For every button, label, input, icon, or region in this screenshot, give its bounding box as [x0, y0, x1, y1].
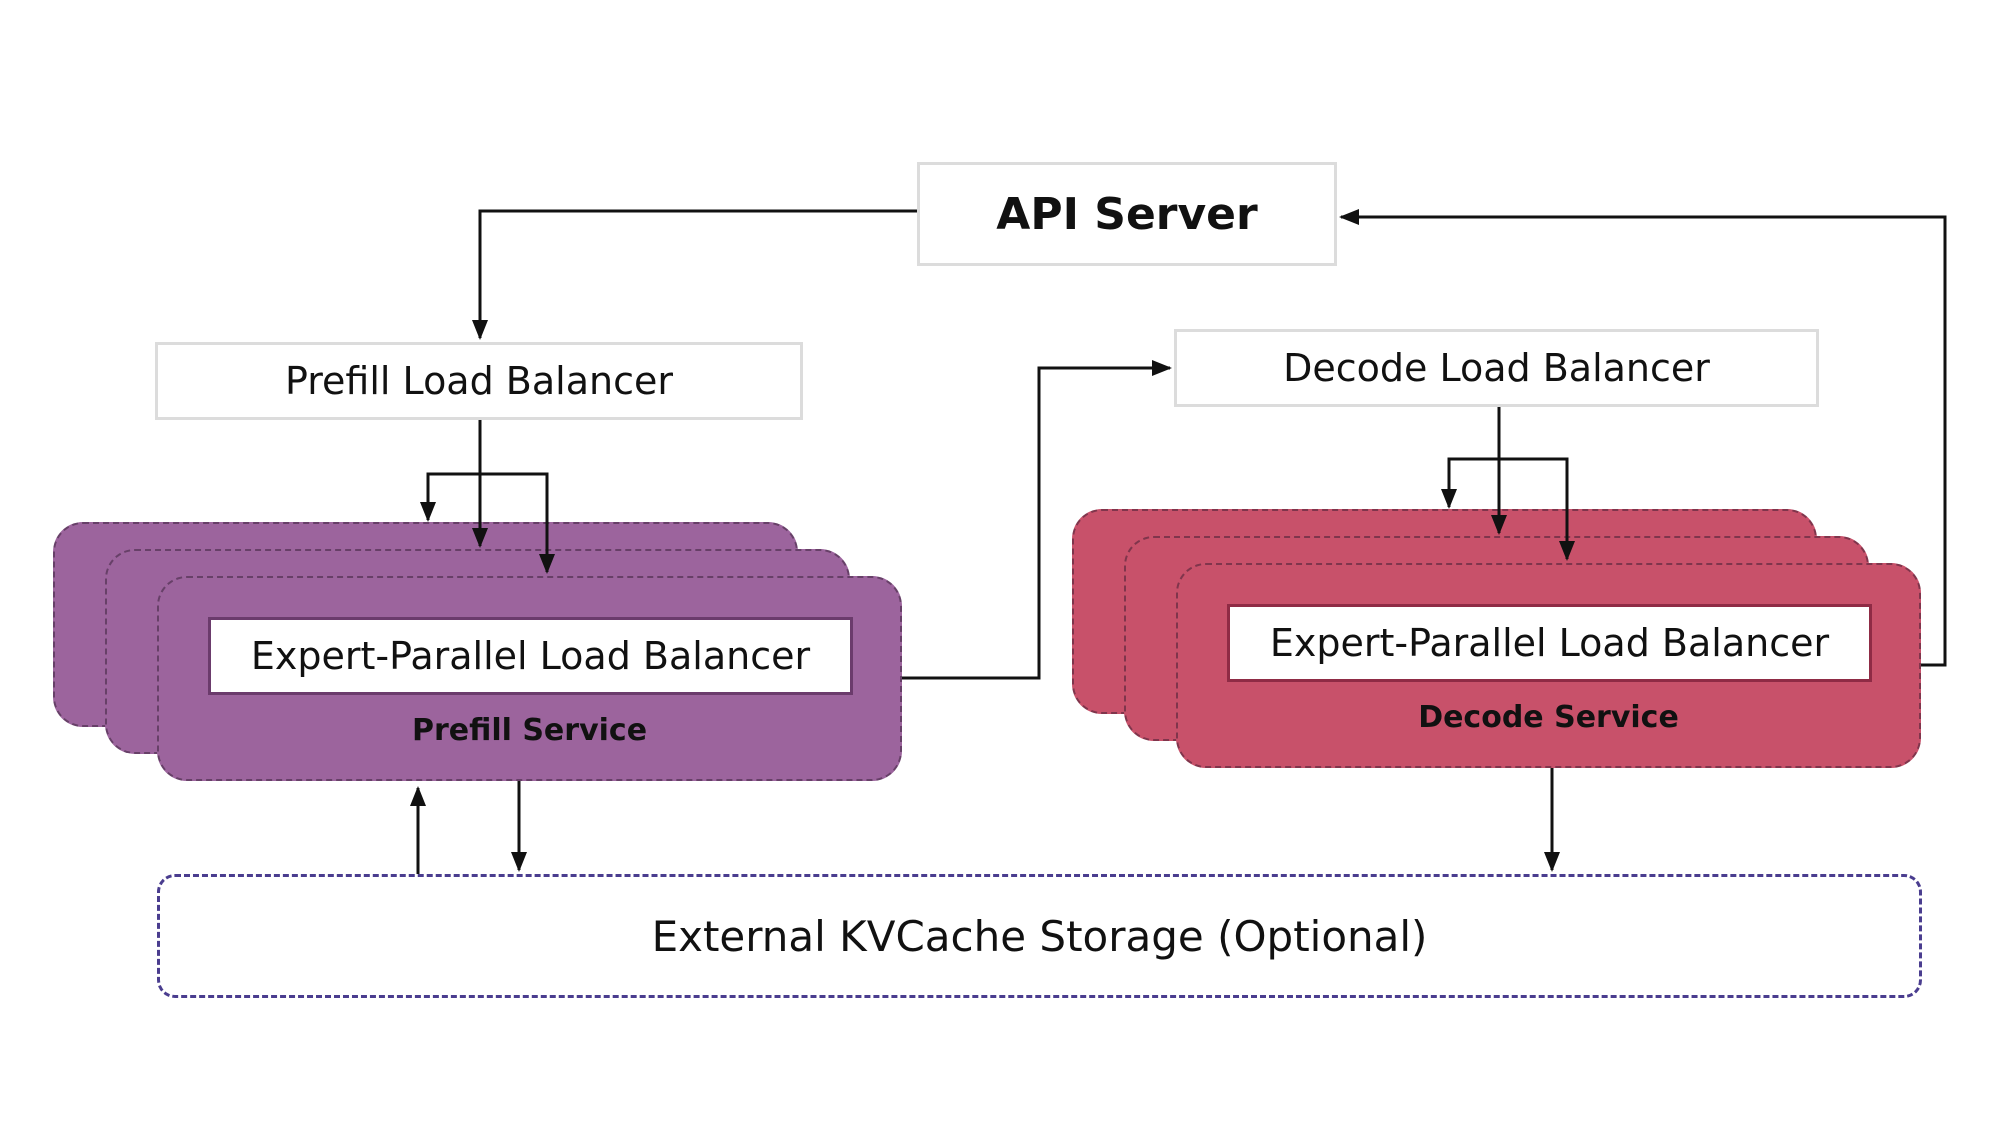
prefill-lb-right-branch-arrow	[480, 472, 555, 574]
decode-load-balancer-label: Decode Load Balancer	[1283, 346, 1710, 390]
api-to-prefill-lb-arrow	[472, 209, 917, 340]
api-server-box: API Server	[917, 162, 1337, 266]
prefill-lb-left-branch-arrow	[420, 472, 480, 522]
prefill-service-label: Prefill Service	[411, 713, 648, 748]
decode-load-balancer-box: Decode Load Balancer	[1174, 329, 1819, 407]
external-kvcache-storage-label: External KVCache Storage (Optional)	[651, 911, 1428, 961]
decode-to-api-arrow	[1339, 209, 1947, 667]
prefill-load-balancer-label: Prefill Load Balancer	[285, 359, 673, 403]
external-kvcache-storage-box: External KVCache Storage (Optional)	[157, 874, 1922, 998]
decode-lb-right-branch-arrow	[1499, 457, 1575, 561]
decode-lb-left-branch-arrow	[1441, 457, 1499, 509]
decode-service-label: Decode Service	[1418, 700, 1679, 735]
prefill-to-decode-lb-arrow	[902, 360, 1172, 680]
prefill-ep-load-balancer-box: Expert-Parallel Load Balancer	[208, 617, 853, 695]
decode-ep-load-balancer-box: Expert-Parallel Load Balancer	[1227, 604, 1872, 682]
decode-ep-load-balancer-label: Expert-Parallel Load Balancer	[1269, 621, 1830, 665]
prefill-load-balancer-box: Prefill Load Balancer	[155, 342, 803, 420]
api-server-label: API Server	[996, 188, 1258, 240]
prefill-ep-load-balancer-label: Expert-Parallel Load Balancer	[250, 634, 811, 678]
